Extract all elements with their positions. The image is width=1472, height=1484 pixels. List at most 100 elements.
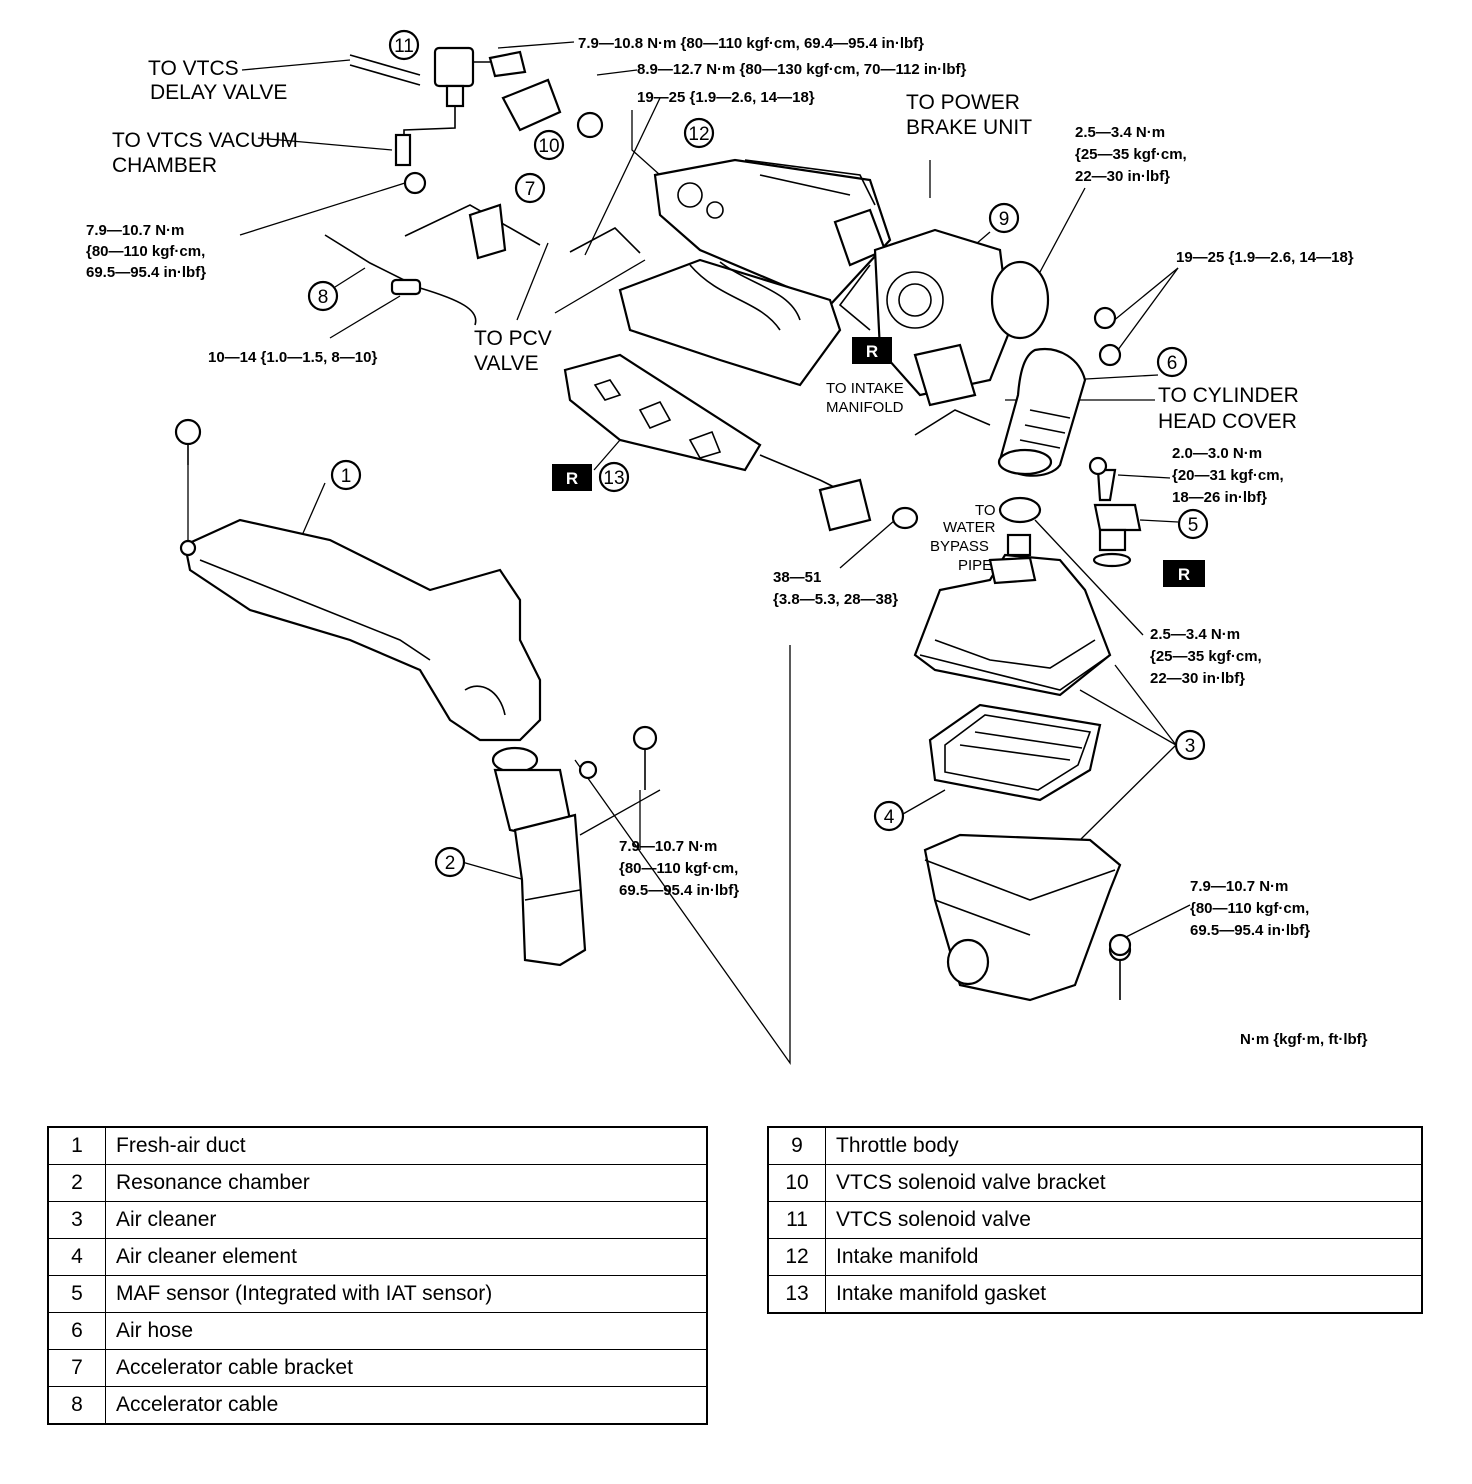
legend-part-name: Intake manifold gasket [825, 1275, 1423, 1314]
part-number-1: 1 [330, 459, 362, 491]
air-cleaner-element [928, 703, 1102, 802]
legend-part-name: Resonance chamber [105, 1164, 708, 1202]
vtcs-bracket [488, 50, 604, 139]
svg-text:TO INTAKE: TO INTAKE [826, 380, 904, 397]
callout-to-vtcs-vacuum-chamber: TO VTCS VACUUM CHAMBER [112, 129, 298, 177]
svg-text:{80—110 kgf·cm,: {80—110 kgf·cm, [1190, 900, 1309, 917]
torque-spec-solenoid-bolt: 7.9—10.8 N·m {80—110 kgf·cm, 69.4—95.4 i… [578, 35, 924, 52]
svg-text:DELAY VALVE: DELAY VALVE [150, 81, 287, 104]
legend-part-name: Accelerator cable bracket [105, 1349, 708, 1387]
svg-text:VALVE: VALVE [474, 352, 539, 375]
torque-spec-hose-clamp-bottom: 2.5—3.4 N·m {25—35 kgf·cm, 22—30 in·lbf} [1150, 626, 1262, 687]
svg-text:69.5—95.4 in·lbf}: 69.5—95.4 in·lbf} [86, 264, 206, 281]
svg-text:{25—35 kgf·cm,: {25—35 kgf·cm, [1075, 146, 1187, 163]
part-number-11: 11 [388, 29, 420, 61]
callout-to-vtcs-delay-valve: TO VTCS DELAY VALVE [148, 57, 287, 104]
svg-text:{80—110 kgf·cm,: {80—110 kgf·cm, [86, 243, 205, 260]
legend-part-name: VTCS solenoid valve [825, 1201, 1423, 1239]
part-number-8: 8 [307, 280, 339, 312]
hose-clamp [998, 496, 1042, 557]
legend-part-name: Air cleaner element [105, 1238, 708, 1276]
throttle-body [873, 228, 1012, 407]
svg-text:11: 11 [394, 36, 414, 57]
air-cleaner-lower [923, 833, 1132, 1002]
air-hose [990, 260, 1122, 477]
legend-part-name: VTCS solenoid valve bracket [825, 1164, 1423, 1202]
torque-spec-throttle-body-nut: 19—25 {1.9—2.6, 14—18} [1176, 249, 1354, 266]
part-number-7: 7 [514, 172, 546, 204]
svg-text:{25—35 kgf·cm,: {25—35 kgf·cm, [1150, 648, 1262, 665]
legend-part-name: Air cleaner [105, 1201, 708, 1239]
svg-text:R: R [866, 342, 878, 361]
torque-spec-maf-sensor: 2.0—3.0 N·m {20—31 kgf·cm, 18—26 in·lbf} [1172, 445, 1284, 506]
svg-text:69.5—95.4 in·lbf}: 69.5—95.4 in·lbf} [1190, 922, 1310, 939]
svg-text:69.5—95.4 in·lbf}: 69.5—95.4 in·lbf} [619, 882, 739, 899]
torque-spec-bracket-nut: 8.9—12.7 N·m {80—130 kgf·cm, 70—112 in·l… [637, 61, 966, 78]
svg-text:1: 1 [341, 466, 352, 487]
accelerator-cable-bracket [403, 171, 507, 260]
svg-text:{3.8—5.3, 28—38}: {3.8—5.3, 28—38} [773, 591, 898, 608]
torque-spec-cable-bracket-bolt: 7.9—10.7 N·m {80—110 kgf·cm, 69.5—95.4 i… [86, 222, 206, 281]
fresh-air-duct [179, 518, 542, 742]
exploded-intake-diagram: TO VTCS DELAY VALVE TO VTCS VACUUM CHAMB… [86, 29, 1368, 1066]
svg-text:9: 9 [999, 209, 1010, 230]
bolt-maf-sensor [1088, 456, 1108, 476]
svg-text:13: 13 [603, 468, 624, 489]
part-number-10: 10 [533, 129, 565, 161]
part-number-2: 2 [434, 846, 466, 878]
svg-text:6: 6 [1167, 353, 1178, 374]
svg-text:WATER: WATER [943, 519, 996, 536]
legend-number: 6 [47, 1312, 106, 1350]
accelerator-cable [324, 234, 477, 326]
vtcs-solenoid-valve [349, 46, 500, 167]
legend-part-name: Air hose [105, 1312, 708, 1350]
units-note: N·m {kgf·m, ft·lbf} [1240, 1031, 1368, 1048]
resonance-chamber [491, 746, 598, 967]
part-number-5: 5 [1177, 508, 1209, 540]
svg-text:18—26 in·lbf}: 18—26 in·lbf} [1172, 489, 1267, 506]
bolt-resonance-chamber [632, 725, 658, 790]
legend-number: 9 [767, 1126, 826, 1165]
maf-sensor [1092, 468, 1142, 568]
svg-text:{20—31 kgf·cm,: {20—31 kgf·cm, [1172, 467, 1284, 484]
svg-text:PIPE: PIPE [958, 557, 992, 574]
callout-to-intake-manifold: TO INTAKE MANIFOLD [826, 380, 904, 416]
replace-mark-manifold-gasket: R [552, 464, 592, 491]
svg-text:22—30 in·lbf}: 22—30 in·lbf} [1075, 168, 1170, 185]
svg-text:10: 10 [538, 136, 559, 157]
svg-text:22—30 in·lbf}: 22—30 in·lbf} [1150, 670, 1245, 687]
torque-spec-air-cleaner-bolt: 7.9—10.7 N·m {80—110 kgf·cm, 69.5—95.4 i… [1190, 878, 1310, 939]
part-number-9: 9 [988, 202, 1020, 234]
legend-number: 8 [47, 1386, 106, 1425]
replace-mark-maf-sensor-oring: R [1163, 560, 1205, 587]
svg-text:BRAKE UNIT: BRAKE UNIT [906, 116, 1032, 139]
legend-number: 13 [767, 1275, 826, 1314]
legend-number: 4 [47, 1238, 106, 1276]
svg-text:TO: TO [975, 502, 996, 519]
svg-text:2.5—3.4 N·m: 2.5—3.4 N·m [1150, 626, 1240, 643]
svg-text:12: 12 [688, 124, 709, 145]
torque-spec-resonance-bolt: 7.9—10.7 N·m {80—110 kgf·cm, 69.5—95.4 i… [619, 838, 739, 899]
callout-to-water-bypass-pipe: TO WATER BYPASS PIPE [930, 502, 996, 574]
air-cleaner-upper [913, 553, 1112, 697]
intake-manifold [618, 158, 892, 387]
svg-text:TO VTCS VACUUM: TO VTCS VACUUM [112, 129, 298, 152]
torque-spec-manifold-nut: 19—25 {1.9—2.6, 14—18} [637, 89, 815, 106]
legend-number: 1 [47, 1126, 106, 1165]
legend-part-name: MAF sensor (Integrated with IAT sensor) [105, 1275, 708, 1313]
part-number-13: 13 [598, 461, 630, 493]
svg-text:TO VTCS: TO VTCS [148, 57, 239, 80]
callout-to-power-brake-unit: TO POWER BRAKE UNIT [906, 91, 1032, 139]
svg-text:7.9—10.7 N·m: 7.9—10.7 N·m [1190, 878, 1288, 895]
svg-text:5: 5 [1188, 515, 1199, 536]
